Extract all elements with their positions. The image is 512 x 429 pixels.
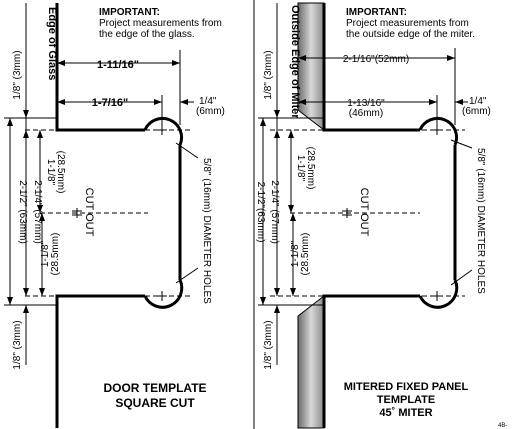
door-dim-inner-width: 1-7/16" — [92, 97, 128, 109]
door-dim-bottom-eighth: 1/8" (3mm) — [12, 320, 23, 369]
miter-cutout-label: CUT OUT — [358, 188, 370, 237]
miter-template-panel: 2-1/16"(52mm) 1-13/16" (46mm) 1/4" (6mm)… — [255, 2, 491, 429]
door-dim-214: 2-1/4" (57mm) — [32, 180, 43, 244]
door-title-line1: DOOR TEMPLATE — [103, 381, 206, 395]
door-dim-top-eighth: 1/8" (3mm) — [12, 50, 23, 99]
door-dim-118-lower: 1-1/8" — [40, 240, 51, 267]
door-dim-118: 1-1/8" — [45, 159, 56, 186]
miter-hole-center-marks — [432, 125, 442, 301]
door-dim-212: 2-1/2" (63mm) — [17, 180, 28, 244]
door-holes-label: 5/8" (16mm) DIAMETER HOLES — [201, 158, 212, 304]
door-dim-118-lower-mm: (28.5mm) — [50, 233, 61, 276]
door-edge-label: Edge of Glass — [46, 7, 58, 80]
door-centerline-symbol — [72, 208, 82, 218]
miter-title-line1: MITERED FIXED PANEL — [344, 381, 469, 393]
miter-centerline-symbol — [342, 208, 352, 218]
miter-dim-quarter-in: 1/4" — [469, 96, 487, 107]
door-dim-top-width: 1-11/16" — [97, 59, 139, 71]
miter-glass-outline — [322, 3, 457, 428]
miter-vertical-arrows — [260, 110, 296, 313]
miter-title-line2: TEMPLATE — [377, 394, 435, 406]
miter-dim-212: 2-1/2"(63mm) — [255, 182, 266, 243]
door-bottom-hole-outline — [143, 279, 184, 309]
door-hole-leaders — [175, 142, 199, 284]
miter-dim-quarter-mm: (6mm) — [462, 106, 491, 117]
miter-vertical-dims — [258, 3, 324, 365]
door-title-line2: SQUARE CUT — [115, 396, 195, 410]
footer-code: 4B- — [498, 423, 507, 429]
door-template-panel: 1-11/16" 1-7/16" 1/4" (6mm) Edge of Glas… — [4, 3, 225, 428]
miter-dim-inner-mm: (46mm) — [349, 108, 383, 119]
door-top-arrows — [57, 60, 188, 105]
door-top-hole-outline — [143, 116, 184, 146]
miter-dim-118: 1-1/8" — [295, 155, 306, 182]
miter-dim-inner-width: 1-13/16" — [347, 98, 385, 109]
door-cutout-label: CUT OUT — [83, 188, 95, 237]
miter-top-arrows — [298, 55, 463, 105]
miter-top-hole-outline — [418, 116, 459, 146]
miter-important-line1: Project measurements from — [346, 18, 469, 29]
miter-important-title: IMPORTANT: — [346, 7, 407, 18]
miter-bottom-hole-outline — [418, 279, 459, 309]
miter-dim-top-width: 2-1/16"(52mm) — [343, 54, 409, 65]
miter-bevel-bottom — [297, 294, 325, 429]
miter-dim-top-eighth: 1/8" (3mm) — [263, 50, 274, 99]
door-hole-center-marks — [157, 125, 167, 301]
door-important-line2: the edge of the glass. — [99, 29, 195, 40]
door-dim-quarter-in: 1/4" — [199, 96, 217, 107]
miter-edge-label: Outside Edge of Miter — [289, 5, 301, 119]
miter-title-line3: 45˚ MITER — [379, 407, 432, 419]
miter-dim-214: 2-1/4" (57mm) — [269, 180, 280, 244]
miter-dim-118-lower: 1-1/8" — [290, 240, 301, 267]
door-dim-quarter-mm: (6mm) — [196, 106, 225, 117]
miter-dim-118-lower-mm: (28.5mm) — [300, 233, 311, 276]
door-dim-118-mm: (28.5mm) — [55, 151, 66, 194]
miter-dim-bottom-eighth: 1/8" (3mm) — [263, 320, 274, 369]
door-vertical-arrows — [7, 110, 45, 313]
door-important-line1: Project measurements from — [99, 18, 222, 29]
door-important-title: IMPORTANT: — [99, 7, 160, 18]
miter-holes-label: 5/8" (16mm) DIAMETER HOLES — [475, 148, 486, 294]
miter-dim-118-mm: (28.5mm) — [305, 147, 316, 190]
miter-center-lines — [270, 129, 465, 297]
door-center-lines — [25, 129, 190, 297]
miter-top-dims — [298, 48, 468, 125]
miter-important-line2: the outside edge of the miter. — [346, 29, 475, 40]
door-vertical-dims — [4, 3, 57, 365]
miter-hole-leaders — [450, 139, 473, 286]
